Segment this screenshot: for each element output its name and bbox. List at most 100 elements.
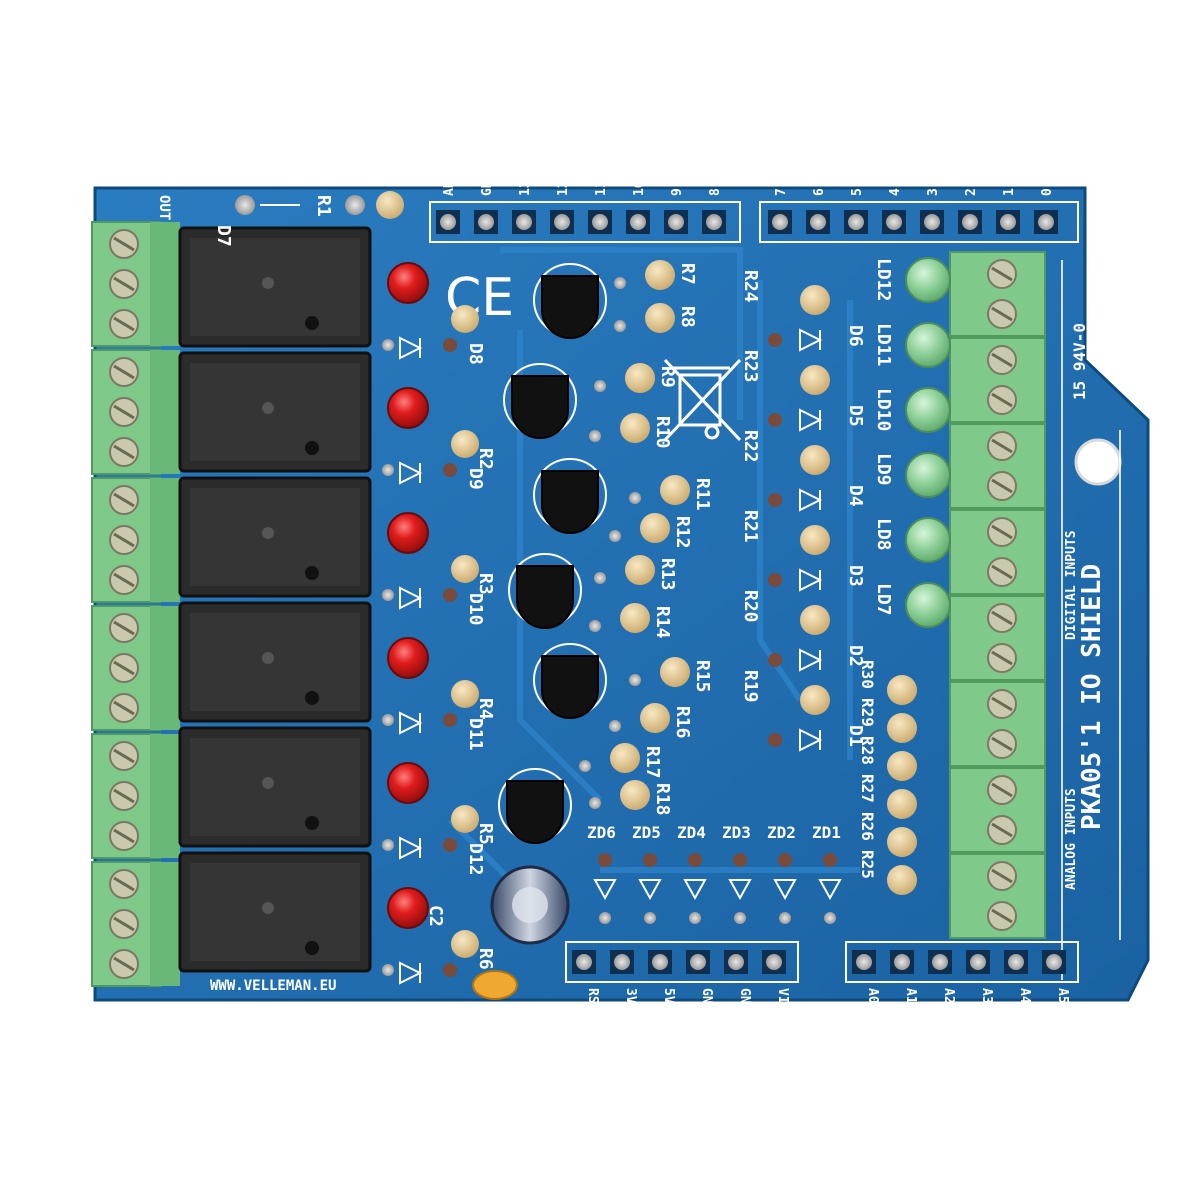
resistor-label: R23 <box>740 350 761 383</box>
resistor <box>640 513 670 543</box>
diode-symbol <box>399 711 423 735</box>
pcb-traces <box>447 247 860 933</box>
diode <box>443 713 457 727</box>
resistor <box>887 675 917 705</box>
electrolytic-capacitor <box>490 865 570 945</box>
led-label: LD10 <box>873 388 894 431</box>
resistor <box>645 303 675 333</box>
header-pin <box>970 954 986 970</box>
header-pin <box>1038 214 1054 230</box>
resistor <box>640 703 670 733</box>
diode <box>443 838 457 852</box>
relay-mark <box>262 652 274 664</box>
screw-slot <box>991 306 1013 322</box>
resistor-label: R21 <box>740 510 761 543</box>
header-pin-label: A2 <box>941 988 956 1004</box>
resistor <box>800 525 830 555</box>
diode-label: D3 <box>845 565 866 587</box>
relay-top <box>190 488 360 586</box>
header-top-right-outline <box>759 201 1079 243</box>
screw-slot <box>113 828 135 844</box>
header-pin <box>652 954 668 970</box>
header-pin <box>810 214 826 230</box>
solder-pad <box>382 339 394 351</box>
header-pin <box>478 214 494 230</box>
solder-pad <box>594 380 606 392</box>
screw-slot <box>113 532 135 548</box>
screw-slot <box>113 492 135 508</box>
solder-pad <box>609 720 621 732</box>
relay-top <box>190 613 360 711</box>
green-led <box>905 322 951 368</box>
screw-slot <box>113 444 135 460</box>
ceramic-capacitor <box>472 970 518 1000</box>
resistor <box>645 260 675 290</box>
header-bottom-right-outline <box>845 941 1079 983</box>
resistor-label: R9 <box>657 366 678 388</box>
relay-dot <box>305 316 319 330</box>
solder-pad <box>689 912 701 924</box>
header-pin <box>706 214 722 230</box>
screw-slot <box>991 610 1013 626</box>
terminal-block-side <box>150 478 180 602</box>
zener-label: ZD6 <box>587 823 616 842</box>
header-top-left-outline <box>429 201 741 243</box>
relay-mark <box>262 527 274 539</box>
diode <box>443 963 457 977</box>
diode-symbol <box>799 328 823 352</box>
screw-slot <box>113 700 135 716</box>
mounting-hole <box>1074 438 1122 486</box>
top-left-components: D7 R1 <box>213 191 404 247</box>
solder-pad <box>629 674 641 686</box>
solder-pad <box>779 912 791 924</box>
diode-label: D5 <box>845 405 866 427</box>
zener-symbol <box>683 879 707 901</box>
resistor-label: R19 <box>740 670 761 703</box>
screw-slot <box>113 316 135 332</box>
diode-label: D9 <box>465 468 486 490</box>
solder-pad <box>589 620 601 632</box>
board-name-label: PKA05'1 IO SHIELD <box>1077 564 1107 830</box>
header-pin-label: 7 <box>774 188 789 196</box>
diode-label: D12 <box>465 843 486 876</box>
capacitor-label: C2 <box>425 905 446 927</box>
screw-slot <box>991 352 1013 368</box>
relay-dot <box>305 691 319 705</box>
resistor <box>451 930 479 958</box>
diode <box>768 653 782 667</box>
header-pin <box>772 214 788 230</box>
screw-slot <box>113 916 135 932</box>
header-pin <box>894 954 910 970</box>
diode-symbol <box>799 728 823 752</box>
resistor-label: R10 <box>652 416 673 449</box>
diode-symbol <box>799 568 823 592</box>
resistor-label: R20 <box>740 590 761 623</box>
header-pin-label: 0 <box>1040 188 1055 196</box>
resistor-label: R16 <box>672 706 693 739</box>
resistor-label: R22 <box>740 430 761 463</box>
rating-label: 15 94V-0 <box>1070 323 1089 400</box>
header-pin <box>592 214 608 230</box>
diode-label: D10 <box>465 593 486 626</box>
screw-slot <box>113 236 135 252</box>
zener-diode <box>778 853 792 867</box>
resistor-label: R17 <box>642 746 663 779</box>
diode <box>443 338 457 352</box>
header-pin-label: AREF <box>442 165 457 196</box>
resistor-label-r1: R1 <box>313 195 334 217</box>
screw-slot <box>991 564 1013 580</box>
header-pin-label: 10 <box>632 180 647 196</box>
zener-label: ZD1 <box>812 823 841 842</box>
solder-pad <box>382 589 394 601</box>
header-pin-label: A3 <box>979 988 994 1004</box>
screw-slot <box>113 788 135 804</box>
terminal-block-side <box>150 222 180 346</box>
screw-slot <box>113 748 135 764</box>
header-pin-label: 2 <box>964 188 979 196</box>
screw-slot <box>113 660 135 676</box>
